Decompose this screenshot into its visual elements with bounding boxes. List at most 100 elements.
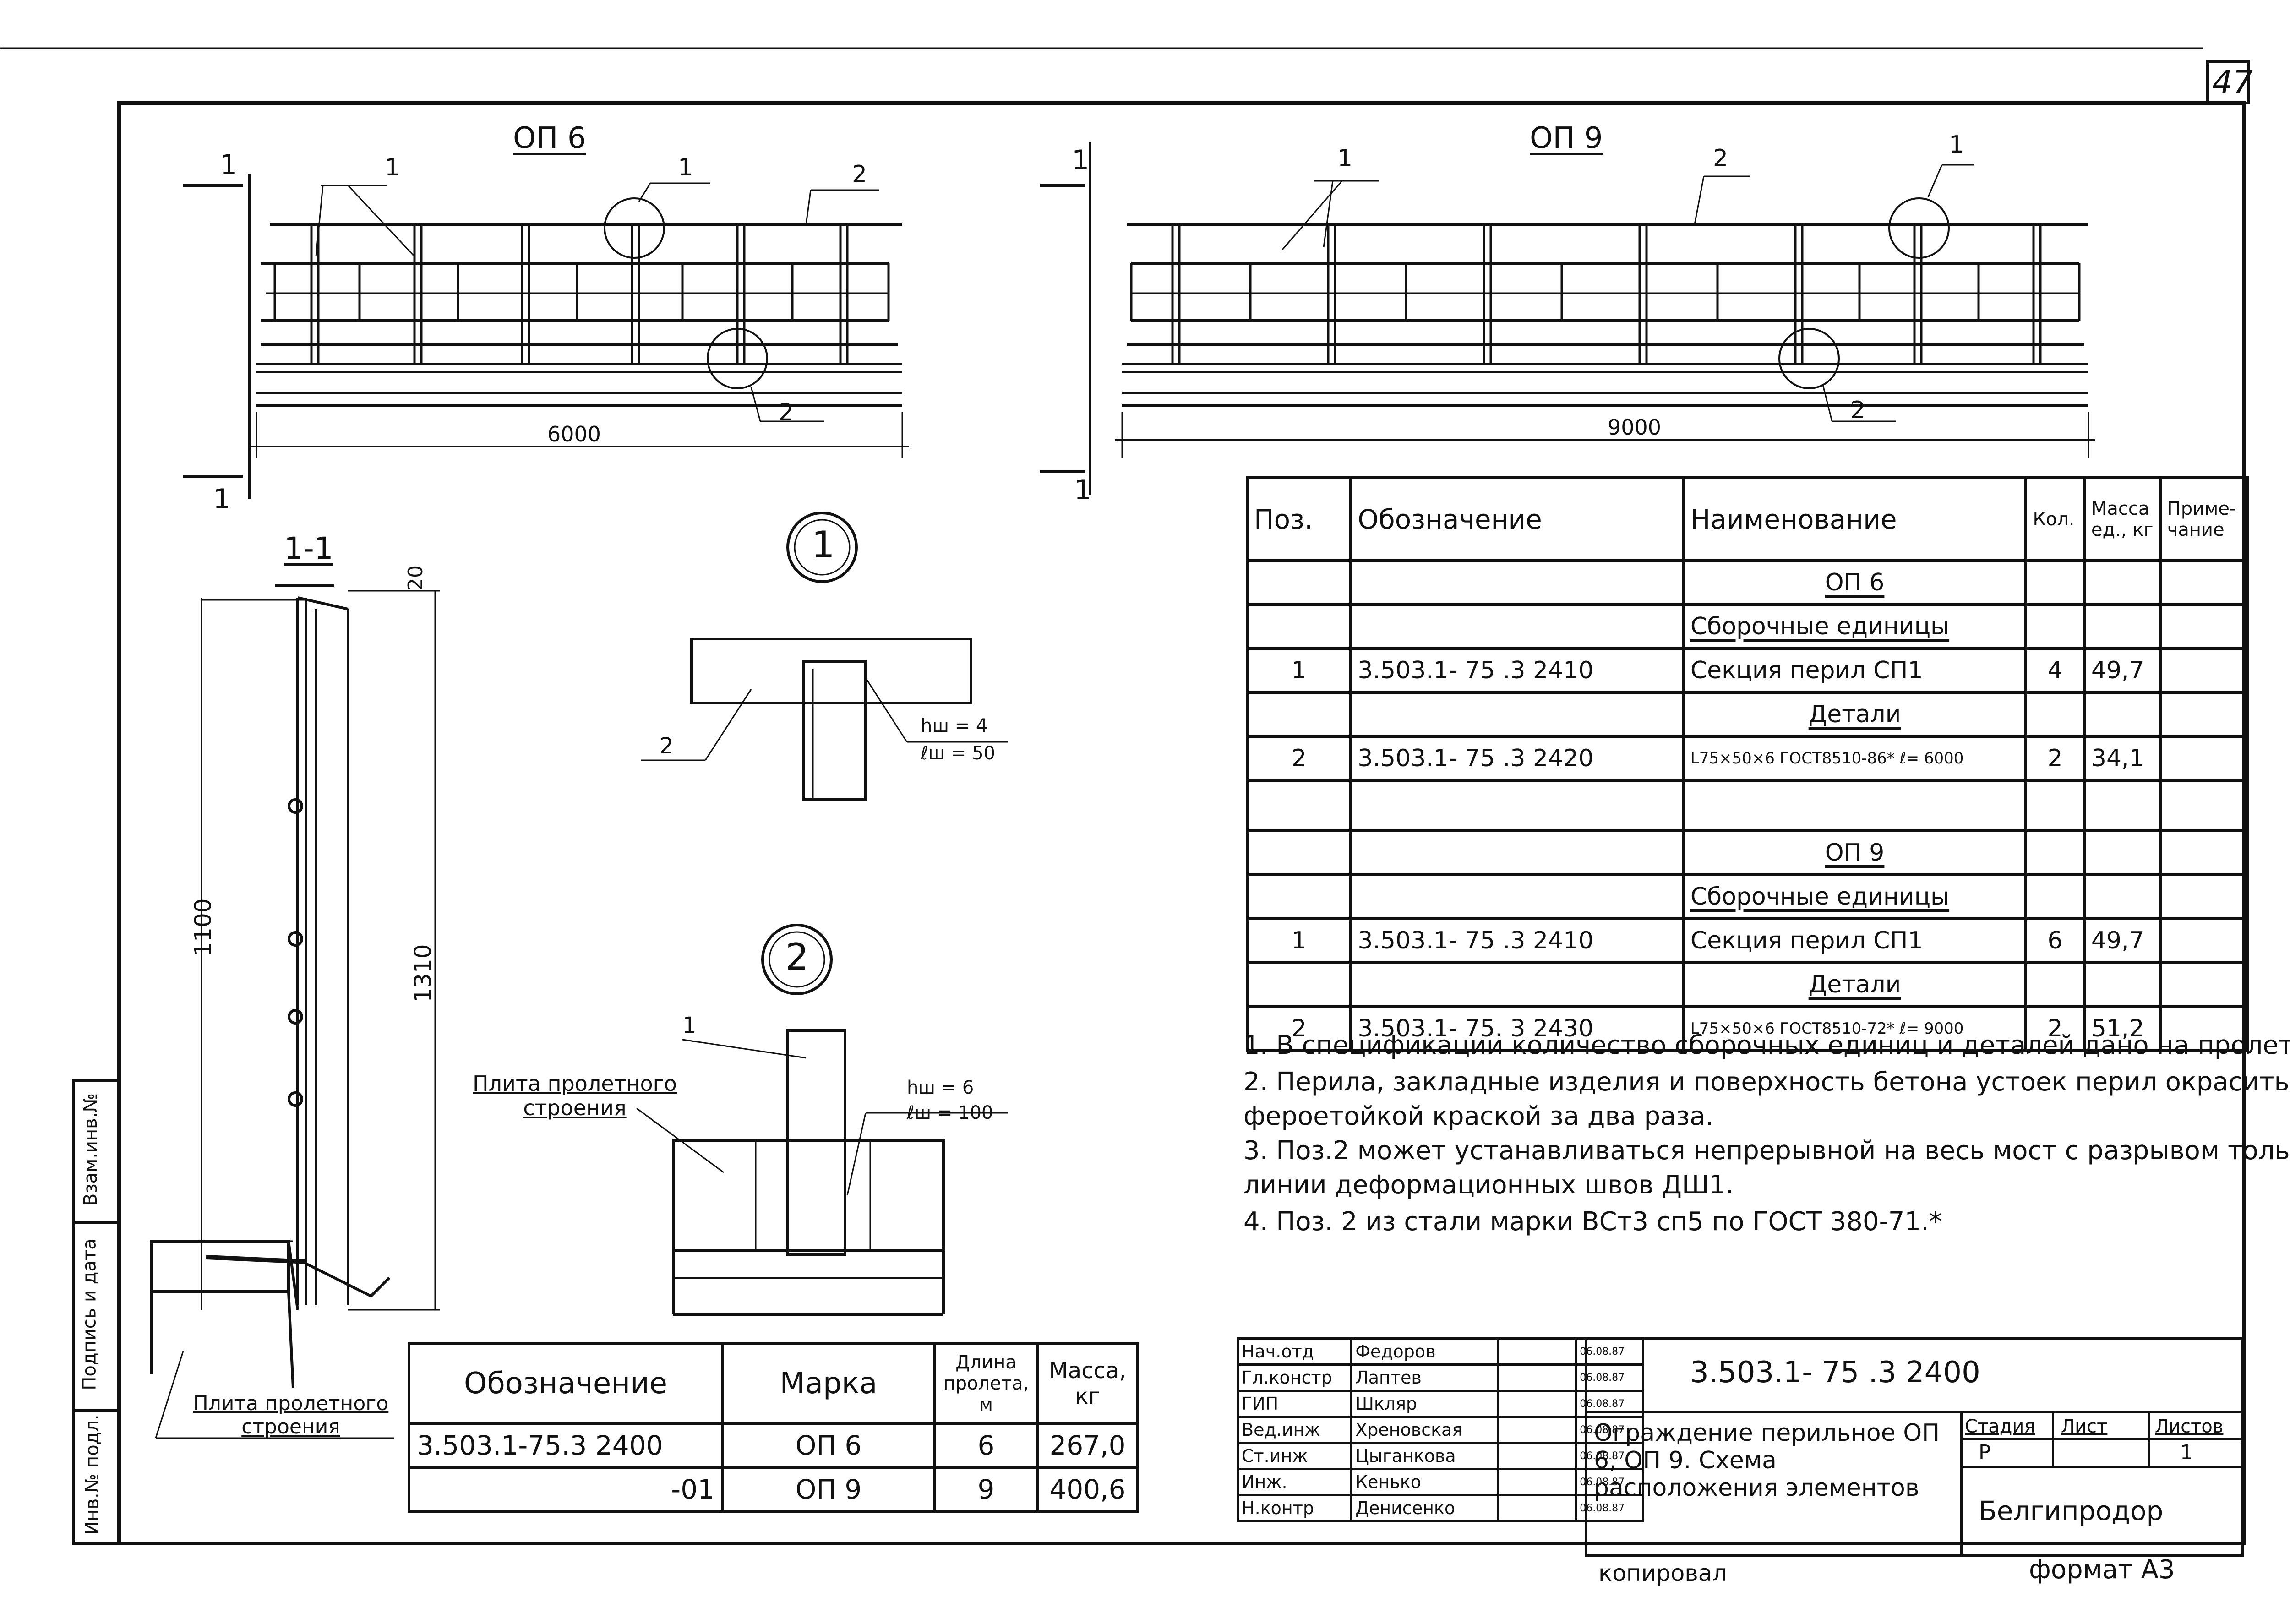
spec-qty: 2	[2024, 735, 2086, 782]
signer-role: Ст.инж	[1236, 1442, 1353, 1470]
op9-section-mark-top: 1	[1072, 144, 1090, 176]
detail-2	[636, 924, 1008, 1316]
signer-row: Ст.инж Цыганкова 06.08.87	[1236, 1442, 1644, 1470]
spec-pos: 2	[1245, 735, 1352, 782]
signer-signature	[1497, 1416, 1577, 1444]
spec-pos: 1	[1245, 917, 1352, 964]
signer-role: ГИП	[1236, 1390, 1353, 1418]
detail1-mark: 1	[812, 523, 835, 566]
sheet-number: 47	[2212, 64, 2253, 101]
spec-row: Детали	[1245, 691, 2249, 738]
spec-name: ОП 9	[1682, 829, 2028, 876]
spec-qty	[2024, 779, 2086, 832]
signer-name: Шкляр	[1350, 1390, 1499, 1418]
signer-row: Вед.инж Хреновская 06.08.87	[1236, 1416, 1644, 1444]
spec-mass	[2083, 559, 2162, 606]
signer-signature	[1497, 1390, 1577, 1418]
op9-callout-2a: 2	[1713, 145, 1728, 172]
signer-role: Инж.	[1236, 1468, 1353, 1496]
op9-section-mark-bottom: 1	[1074, 474, 1092, 506]
signer-row: Гл.констр Лаптев 06.08.87	[1236, 1363, 1644, 1392]
stage-col-divider-b	[2148, 1411, 2150, 1466]
bill-mass: 400,6	[1036, 1466, 1139, 1513]
spec-qty	[2024, 961, 2086, 1008]
bill-length: 9	[933, 1466, 1039, 1513]
spec-code: 3.503.1- 75 .3 2410	[1349, 647, 1685, 694]
spec-name: Секция перил СП1	[1682, 917, 2028, 964]
spec-header-code: Обозначение	[1349, 476, 1685, 562]
detail-1	[641, 512, 1008, 801]
note-line: 3. Поз.2 может устанавливаться непрерывн…	[1243, 1136, 2290, 1166]
spec-mass	[2083, 779, 2162, 832]
bill-table: Обозначение Марка Длина пролета, м Масса…	[408, 1342, 1139, 1513]
signer-signature	[1497, 1494, 1577, 1522]
specification-table: Поз. Обозначение Наименование Кол. Масса…	[1245, 476, 2249, 1052]
section-1-1	[150, 584, 440, 1439]
spec-row: Сборочные единицы	[1245, 603, 2249, 650]
note-line: 2. Перила, закладные изделия и поверхнос…	[1243, 1067, 2290, 1097]
side-stamp-frame	[72, 1079, 120, 1545]
spec-mass	[2083, 691, 2162, 738]
spec-note	[2159, 559, 2249, 606]
signer-name: Денисенко	[1350, 1494, 1499, 1522]
stage-label: Стадия	[1965, 1416, 2035, 1437]
sheet-label: Лист	[2061, 1416, 2108, 1437]
op6-dimension: 6000	[547, 422, 601, 447]
signer-name: Кенько	[1350, 1468, 1499, 1496]
spec-row: 1 3.503.1- 75 .3 2410 Секция перил СП1 4…	[1245, 647, 2249, 694]
bill-code: -01	[408, 1466, 724, 1513]
bill-header-mark: Марка	[721, 1342, 936, 1425]
spec-mass: 49,7	[2083, 647, 2162, 694]
spec-header-row: Поз. Обозначение Наименование Кол. Масса…	[1245, 476, 2249, 562]
signer-role: Н.контр	[1236, 1494, 1353, 1522]
spec-mass	[2083, 873, 2162, 920]
detail1-weld-len: ℓш = 50	[921, 743, 995, 764]
signer-signature	[1497, 1337, 1577, 1366]
side-stamp-inv: Инв.№ подл.	[82, 1414, 103, 1535]
stage-row-divider-2	[1960, 1466, 2244, 1468]
detail1-part: 2	[660, 733, 674, 759]
op9-callout-2b: 2	[1850, 397, 1866, 424]
spec-code: 3.503.1- 75. 3 2430	[1349, 1005, 1685, 1052]
spec-mass: 51,2	[2083, 1005, 2162, 1052]
spec-row: 1 3.503.1- 75 .3 2410 Секция перил СП1 6…	[1245, 917, 2249, 964]
stage-value: Р	[1979, 1441, 1991, 1464]
stage-col-divider-a	[2052, 1411, 2054, 1466]
organization: Белгипродор	[1979, 1495, 2164, 1526]
spec-pos	[1245, 873, 1352, 920]
spec-code	[1349, 559, 1685, 606]
spec-row: 2 3.503.1- 75. 3 2430 L75×50×6 ГОСТ8510-…	[1245, 1005, 2249, 1052]
spec-header-pos: Поз.	[1245, 476, 1352, 562]
spec-note	[2159, 829, 2249, 876]
op9-callout-1a: 1	[1337, 145, 1353, 172]
spec-header-name: Наименование	[1682, 476, 2028, 562]
signer-row: Н.контр Денисенко 06.08.87	[1236, 1494, 1644, 1522]
spec-pos	[1245, 961, 1352, 1008]
spec-qty	[2024, 873, 2086, 920]
detail2-slab-label: Плита пролетного строения	[473, 1071, 677, 1120]
spec-code: 3.503.1- 75 .3 2420	[1349, 735, 1685, 782]
spec-name: Детали	[1682, 961, 2028, 1008]
signer-row: Инж. Кенько 06.08.87	[1236, 1468, 1644, 1496]
spec-header-qty: Кол.	[2024, 476, 2086, 562]
section-dim-total: 1310	[409, 944, 436, 1003]
spec-pos: 2	[1245, 1005, 1352, 1052]
op9-view-title: ОП 9	[1530, 121, 1603, 155]
side-stamp-replace: Взам.инв.№	[80, 1093, 102, 1206]
note-line: фероетойкой краской за два раза.	[1243, 1101, 1714, 1131]
spec-qty	[2024, 691, 2086, 738]
bill-header-mass: Масса, кг	[1036, 1342, 1139, 1425]
op6-elevation	[183, 174, 909, 499]
detail2-weld: hш = 6	[907, 1077, 974, 1098]
bill-header-row: Обозначение Марка Длина пролета, м Масса…	[408, 1342, 1139, 1425]
bill-code: 3.503.1-75.3 2400	[408, 1422, 724, 1469]
note-line: линии деформационных швов ДШ1.	[1243, 1170, 1734, 1200]
signatures-table: Нач.отд Федоров 06.08.87 Гл.констр Лапте…	[1236, 1337, 1644, 1522]
signer-row: ГИП Шкляр 06.08.87	[1236, 1390, 1644, 1418]
spec-code	[1349, 779, 1685, 832]
spec-row: ОП 9	[1245, 829, 2249, 876]
spec-name: Сборочные единицы	[1682, 873, 2028, 920]
spec-note	[2159, 1005, 2249, 1052]
document-code: 3.503.1- 75 .3 2400	[1690, 1356, 1980, 1390]
